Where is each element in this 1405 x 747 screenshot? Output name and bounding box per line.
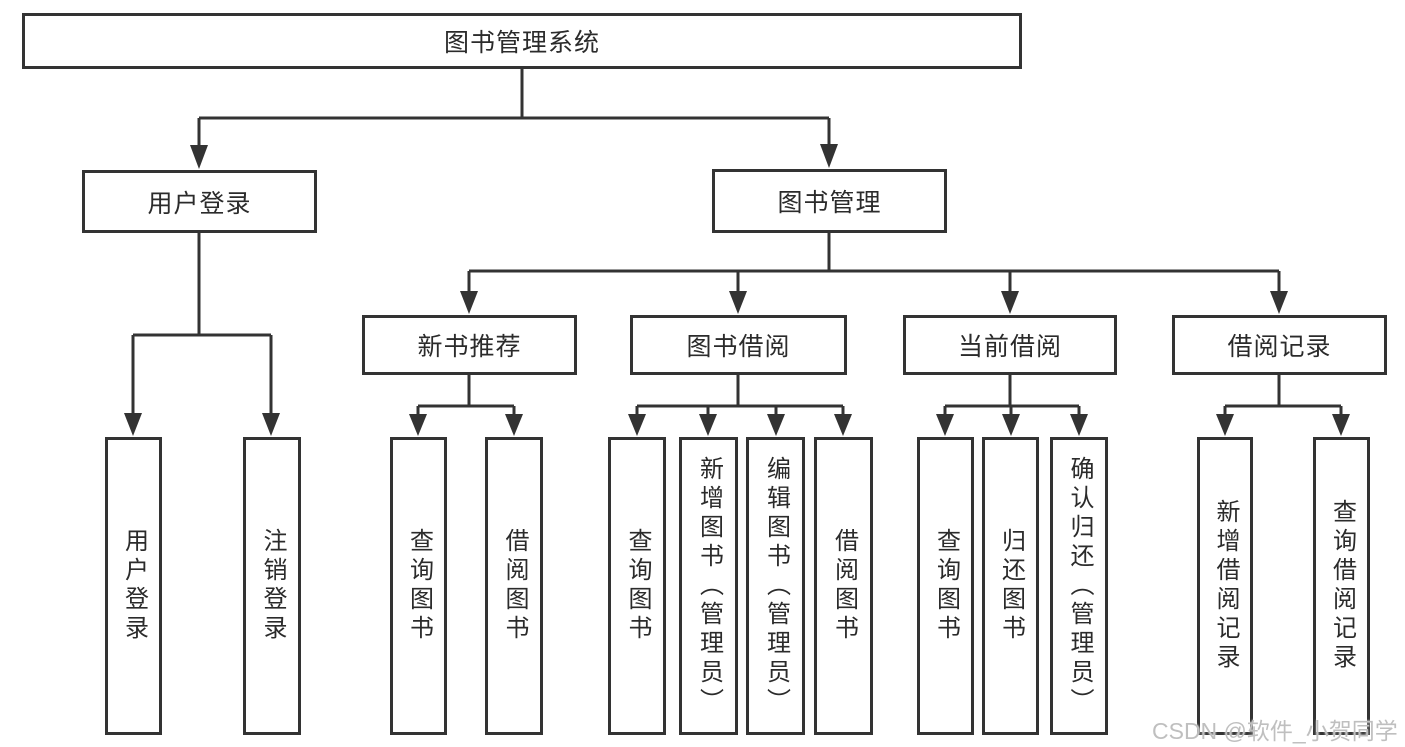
leaf-query-books-current: 查询图书 xyxy=(917,437,974,735)
leaf-logout: 注销登录 xyxy=(243,437,301,735)
leaf-borrow-books-borrowing: 借阅图书 xyxy=(814,437,873,735)
connector-user-login-split xyxy=(124,233,280,436)
leaf-query-books-borrowing: 查询图书 xyxy=(608,437,666,735)
node-borrowing-records: 借阅记录 xyxy=(1172,315,1387,375)
leaf-add-books-admin: 新增图书（管理员） xyxy=(679,437,738,735)
node-book-borrowing: 图书借阅 xyxy=(630,315,847,375)
leaf-edit-books-admin: 编辑图书（管理员） xyxy=(746,437,805,735)
connector-new-book-split xyxy=(409,375,523,436)
leaf-user-login: 用户登录 xyxy=(105,437,162,735)
node-user-login: 用户登录 xyxy=(82,170,317,233)
connector-current-borrow-split xyxy=(936,375,1088,436)
connector-book-mgmt-split xyxy=(460,233,1288,314)
node-book-management: 图书管理 xyxy=(712,169,947,233)
leaf-confirm-return-admin: 确认归还（管理员） xyxy=(1050,437,1108,735)
node-current-borrowing: 当前借阅 xyxy=(903,315,1117,375)
connector-root-split xyxy=(190,69,838,169)
leaf-add-borrow-record: 新增借阅记录 xyxy=(1197,437,1253,735)
node-new-book-recommendation: 新书推荐 xyxy=(362,315,577,375)
leaf-query-borrow-record: 查询借阅记录 xyxy=(1313,437,1370,735)
connector-borrow-records-split xyxy=(1216,375,1350,436)
leaf-borrow-books-recommendation: 借阅图书 xyxy=(485,437,543,735)
node-library-management-system: 图书管理系统 xyxy=(22,13,1022,69)
leaf-return-books: 归还图书 xyxy=(982,437,1039,735)
watermark: CSDN @软件_小贺同学 xyxy=(1152,718,1398,744)
connector-book-borrow-split xyxy=(628,375,852,436)
leaf-query-books-recommendation: 查询图书 xyxy=(390,437,447,735)
